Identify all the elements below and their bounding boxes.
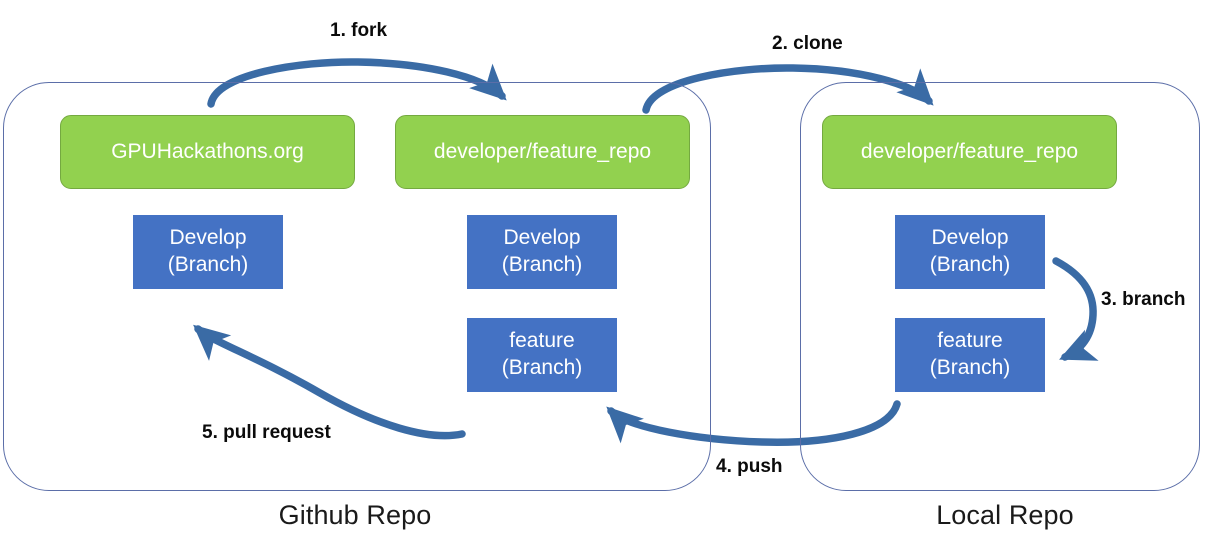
step-label-push: 4. push: [716, 456, 783, 477]
branch-node-kind: (Branch): [501, 356, 583, 379]
branch-node-name: Develop: [503, 226, 581, 250]
branch-node-kind: (Branch): [929, 356, 1011, 379]
branch-node-fork-develop[interactable]: Develop (Branch): [467, 215, 617, 289]
branch-node-name: feature: [937, 329, 1003, 353]
arrow-branch: [1052, 257, 1099, 361]
branch-node-name: Develop: [931, 226, 1009, 250]
branch-node-github-develop[interactable]: Develop (Branch): [133, 215, 283, 289]
repo-node-label: developer/feature_repo: [433, 140, 652, 163]
arrow-fork: [207, 58, 507, 108]
branch-node-local-develop[interactable]: Develop (Branch): [895, 215, 1045, 289]
branch-node-local-feature[interactable]: feature (Branch): [895, 318, 1045, 392]
repo-node-local-feature-repo[interactable]: developer/feature_repo: [822, 115, 1117, 189]
step-label-fork: 1. fork: [330, 20, 388, 41]
repo-node-label: GPUHackathons.org: [111, 140, 304, 163]
branch-node-name: Develop: [169, 226, 247, 250]
local-repo-container: [800, 82, 1200, 491]
step-label-branch: 3. branch: [1101, 289, 1186, 310]
branch-node-kind: (Branch): [501, 253, 583, 276]
step-label-pull-request: 5. pull request: [202, 422, 331, 443]
local-repo-caption: Local Repo: [936, 500, 1074, 530]
github-repo-container: [3, 82, 711, 491]
step-label-clone: 2. clone: [772, 33, 843, 54]
repo-node-label: developer/feature_repo: [860, 140, 1079, 163]
branch-node-kind: (Branch): [929, 253, 1011, 276]
repo-node-gpuhackathons[interactable]: GPUHackathons.org: [60, 115, 355, 189]
repo-node-github-feature-repo[interactable]: developer/feature_repo: [395, 115, 690, 189]
branch-node-fork-feature[interactable]: feature (Branch): [467, 318, 617, 392]
branch-node-name: feature: [509, 329, 575, 353]
branch-node-kind: (Branch): [167, 253, 249, 276]
github-repo-caption: Github Repo: [278, 500, 432, 530]
arrow-push: [606, 400, 901, 446]
arrow-pull-request: [193, 324, 466, 440]
